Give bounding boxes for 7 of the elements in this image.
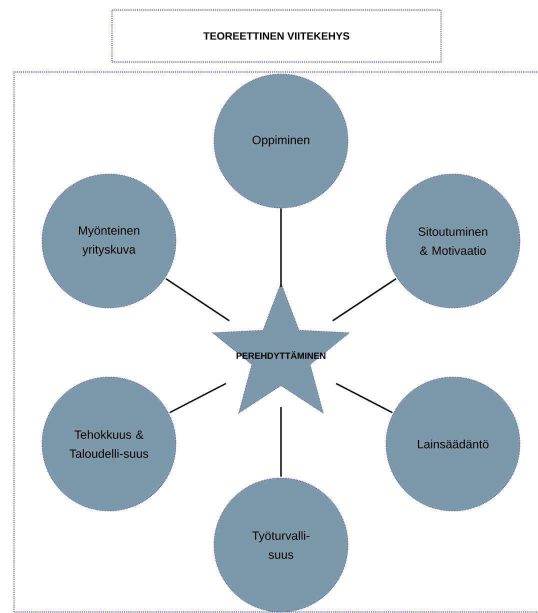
connector (336, 382, 393, 414)
connector (166, 278, 230, 322)
connector (280, 208, 282, 287)
connector (169, 382, 226, 414)
connector (332, 278, 396, 322)
title-box: TEOREETTINEN VIITEKEHYS (112, 10, 442, 62)
connector (280, 407, 282, 477)
